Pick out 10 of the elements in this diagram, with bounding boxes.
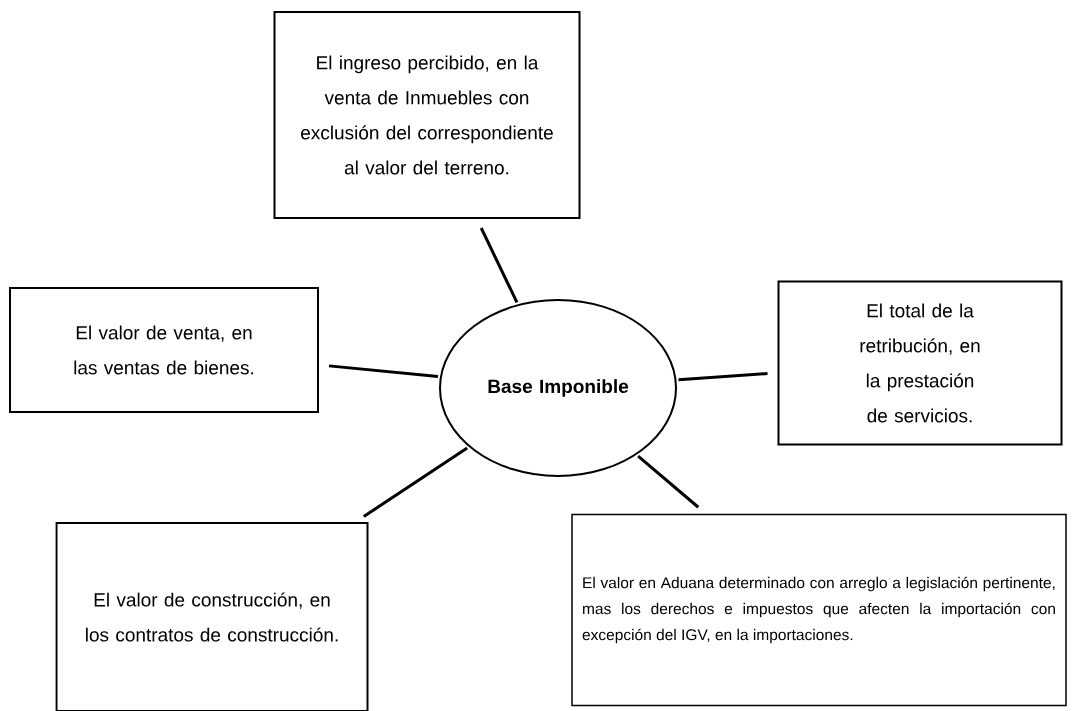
connector-line bbox=[637, 454, 700, 509]
text-box: El valor en Aduana determinado con arreglo a legislación pertinente, mas los derechos e impuestos que afecten la importación con excepción del IGV, en la importaciones. bbox=[571, 513, 1067, 707]
connector-line bbox=[328, 364, 439, 378]
text-box: El valor de venta, en las ventas de bienes. bbox=[9, 287, 319, 413]
text-box: El valor de construcción, en los contratos de construcción. bbox=[55, 522, 369, 711]
text-box: El ingreso percibido, en la venta de Inmuebles con exclusión del correspondiente al valor del terreno. bbox=[273, 11, 581, 219]
text-box: El total de la retribución, en la prestación de servicios. bbox=[777, 280, 1063, 446]
connector-line bbox=[362, 446, 469, 518]
connector-line bbox=[678, 372, 768, 382]
connector-line bbox=[479, 227, 519, 304]
